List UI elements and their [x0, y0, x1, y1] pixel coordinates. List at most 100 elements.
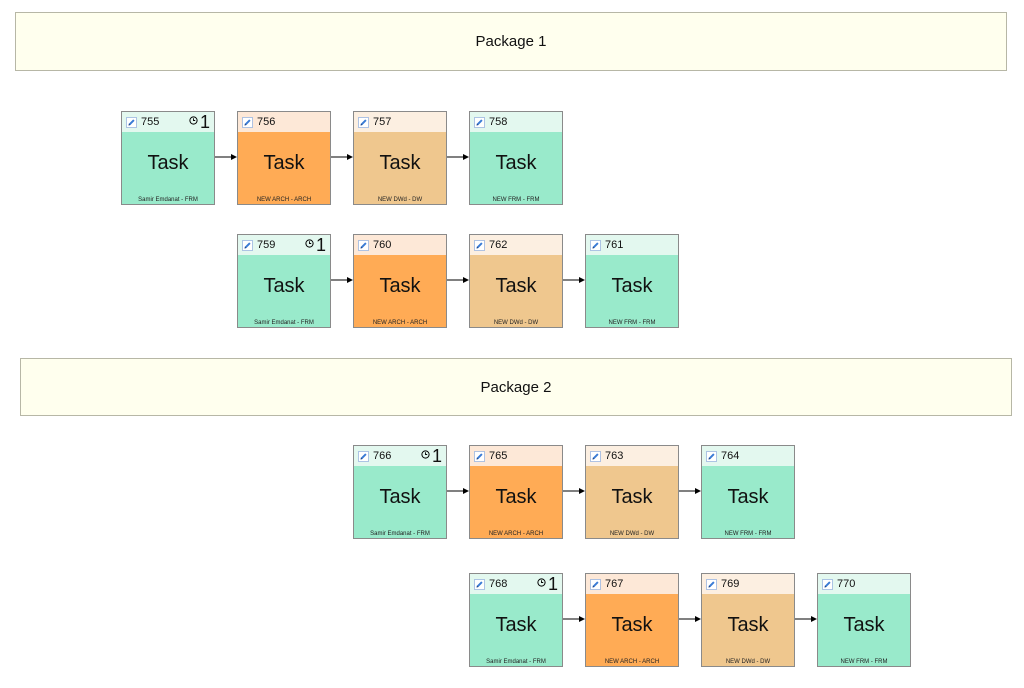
task-card-header: 764 — [702, 446, 794, 466]
task-count: 1 — [199, 112, 210, 132]
pencil-icon[interactable] — [590, 578, 601, 590]
task-id: 761 — [605, 239, 624, 251]
package-label: Package 2 — [480, 378, 552, 396]
task-id: 758 — [489, 116, 508, 128]
task-title: Task — [611, 275, 653, 297]
task-card-header: 758 — [470, 112, 562, 132]
task-assignee: Samir Emdanat - FRM — [138, 197, 198, 203]
pencil-icon[interactable] — [126, 116, 137, 128]
clock-icon — [189, 116, 198, 128]
task-card-header: 770 — [818, 574, 910, 594]
task-card-header: 761 — [586, 235, 678, 255]
pencil-icon[interactable] — [474, 116, 485, 128]
task-assignee: NEW ARCH - ARCH — [488, 531, 544, 537]
task-card-header: 765 — [470, 446, 562, 466]
task-assignee: NEW DWd - DW — [493, 320, 539, 326]
pencil-icon[interactable] — [474, 578, 485, 590]
task-assignee: NEW FRM - FRM — [840, 659, 888, 665]
task-id: 763 — [605, 450, 624, 462]
task-id: 765 — [489, 450, 508, 462]
task-card-header: 757 — [354, 112, 446, 132]
pencil-icon[interactable] — [242, 116, 253, 128]
clock-icon — [305, 239, 314, 251]
task-id: 767 — [605, 578, 624, 590]
task-id: 759 — [257, 239, 276, 251]
task-title: Task — [495, 275, 537, 297]
task-title: Task — [379, 275, 421, 297]
task-title: Task — [611, 614, 653, 636]
pencil-icon[interactable] — [358, 116, 369, 128]
package-label: Package 1 — [475, 33, 547, 50]
pencil-icon[interactable] — [474, 239, 485, 251]
task-card-header: 756 — [238, 112, 330, 132]
task-assignee: NEW ARCH - ARCH — [604, 659, 660, 665]
task-title: Task — [495, 486, 537, 508]
pencil-icon[interactable] — [590, 239, 601, 251]
task-count: 1 — [315, 235, 326, 255]
task-title: Task — [263, 152, 305, 174]
task-card-header: 759 1 — [238, 235, 330, 255]
task-card-header: 767 — [586, 574, 678, 594]
task-title: Task — [263, 275, 305, 297]
task-title: Task — [611, 486, 653, 508]
pencil-icon[interactable] — [590, 450, 601, 462]
task-id: 762 — [489, 239, 508, 251]
task-id: 770 — [837, 578, 856, 590]
task-title: Task — [379, 152, 421, 174]
pencil-icon[interactable] — [706, 450, 717, 462]
task-assignee: NEW FRM - FRM — [608, 320, 656, 326]
task-assignee: NEW FRM - FRM — [492, 197, 540, 203]
task-id: 760 — [373, 239, 392, 251]
task-assignee: Samir Emdanat - FRM — [370, 531, 430, 537]
task-assignee: Samir Emdanat - FRM — [486, 659, 546, 665]
task-assignee: NEW FRM - FRM — [724, 531, 772, 537]
task-card-header: 769 — [702, 574, 794, 594]
task-assignee: NEW DWd - DW — [725, 659, 771, 665]
task-assignee: NEW DWd - DW — [377, 197, 423, 203]
task-assignee: NEW ARCH - ARCH — [372, 320, 428, 326]
task-assignee: NEW ARCH - ARCH — [256, 197, 312, 203]
task-title: Task — [843, 614, 885, 636]
task-assignee: NEW DWd - DW — [609, 531, 655, 537]
task-id: 766 — [373, 450, 392, 462]
pencil-icon[interactable] — [706, 578, 717, 590]
clock-icon — [421, 450, 430, 462]
task-id: 756 — [257, 116, 276, 128]
task-id: 755 — [141, 116, 160, 128]
task-count: 1 — [547, 574, 558, 594]
pencil-icon[interactable] — [822, 578, 833, 590]
pencil-icon[interactable] — [242, 239, 253, 251]
task-id: 768 — [489, 578, 508, 590]
clock-icon — [537, 578, 546, 590]
task-title: Task — [495, 614, 537, 636]
task-card-header: 763 — [586, 446, 678, 466]
pencil-icon[interactable] — [358, 239, 369, 251]
task-id: 764 — [721, 450, 740, 462]
task-title: Task — [727, 614, 769, 636]
pencil-icon[interactable] — [358, 450, 369, 462]
package-1-header[interactable]: Package 1 — [15, 12, 1007, 71]
task-title: Task — [379, 486, 421, 508]
task-card-header: 755 1 — [122, 112, 214, 132]
task-count: 1 — [431, 446, 442, 466]
package-2-header[interactable]: Package 2 — [20, 358, 1012, 416]
task-assignee: Samir Emdanat - FRM — [254, 320, 314, 326]
pencil-icon[interactable] — [474, 450, 485, 462]
